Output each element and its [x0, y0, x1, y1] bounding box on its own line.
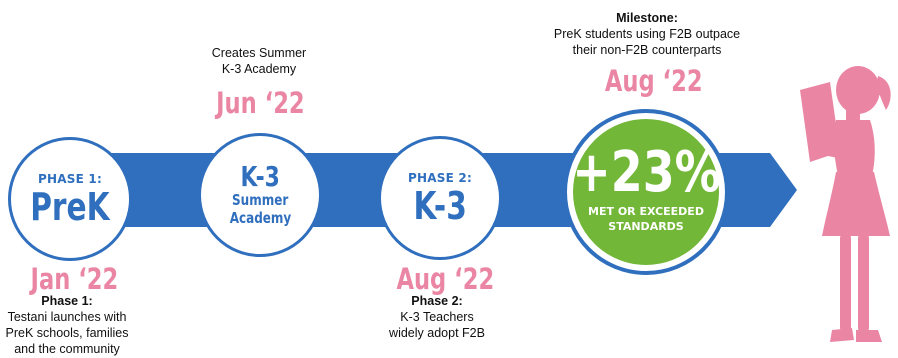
- phase1-date: Jan ‘22: [30, 262, 119, 296]
- summer-sub2: Academy: [229, 209, 291, 227]
- milestone-note: Milestone: PreK students using F2B outpa…: [532, 10, 762, 58]
- summer-sub1: Summer: [231, 191, 289, 209]
- phase1-note-line: PreK schools, families: [5, 326, 129, 340]
- phase1-note-line: Testani launches with: [7, 310, 127, 324]
- summer-note-line: Creates Summer: [211, 46, 307, 60]
- milestone-circle: +23% MET OR EXCEEDED STANDARDS: [567, 113, 725, 271]
- summer-note: Creates Summer K-3 Academy: [174, 45, 344, 77]
- phase1-note-line: and the community: [14, 342, 120, 356]
- summer-academy-circle: K-3 Summer Academy: [198, 133, 322, 257]
- summer-date: Jun ‘22: [216, 86, 305, 120]
- phase2-note: Phase 2: K-3 Teachers widely adopt F2B: [362, 293, 512, 341]
- summer-note-line: K-3 Academy: [221, 62, 297, 76]
- milestone-note-line: their non-F2B counterparts: [572, 43, 722, 57]
- phase2-note-line: widely adopt F2B: [389, 326, 485, 340]
- phase1-note: Phase 1: Testani launches with PreK scho…: [0, 293, 134, 357]
- phase2-note-heading: Phase 2:: [411, 294, 463, 308]
- milestone-value: +23%: [571, 140, 721, 206]
- milestone-caption-2: STANDARDS: [608, 220, 684, 233]
- milestone-note-heading: Milestone:: [616, 11, 678, 25]
- milestone-note-line: PreK students using F2B outpace: [553, 27, 741, 41]
- phase1-note-heading: Phase 1:: [41, 294, 93, 308]
- milestone-caption-1: MET OR EXCEEDED: [588, 205, 704, 219]
- phase2-label: PHASE 2:: [408, 171, 472, 185]
- phase2-title: K-3: [413, 184, 467, 228]
- phase2-circle: PHASE 2: K-3: [378, 136, 502, 260]
- milestone-date: Aug ‘22: [604, 64, 703, 98]
- phase2-date: Aug ‘22: [396, 262, 495, 296]
- phase1-label: PHASE 1:: [38, 172, 102, 186]
- phase1-title: PreK: [30, 185, 110, 229]
- girl-reading-silhouette-icon: [800, 66, 891, 342]
- phase1-circle: PHASE 1: PreK: [8, 137, 132, 261]
- summer-title: K-3: [240, 160, 280, 193]
- phase2-note-line: K-3 Teachers: [400, 310, 474, 324]
